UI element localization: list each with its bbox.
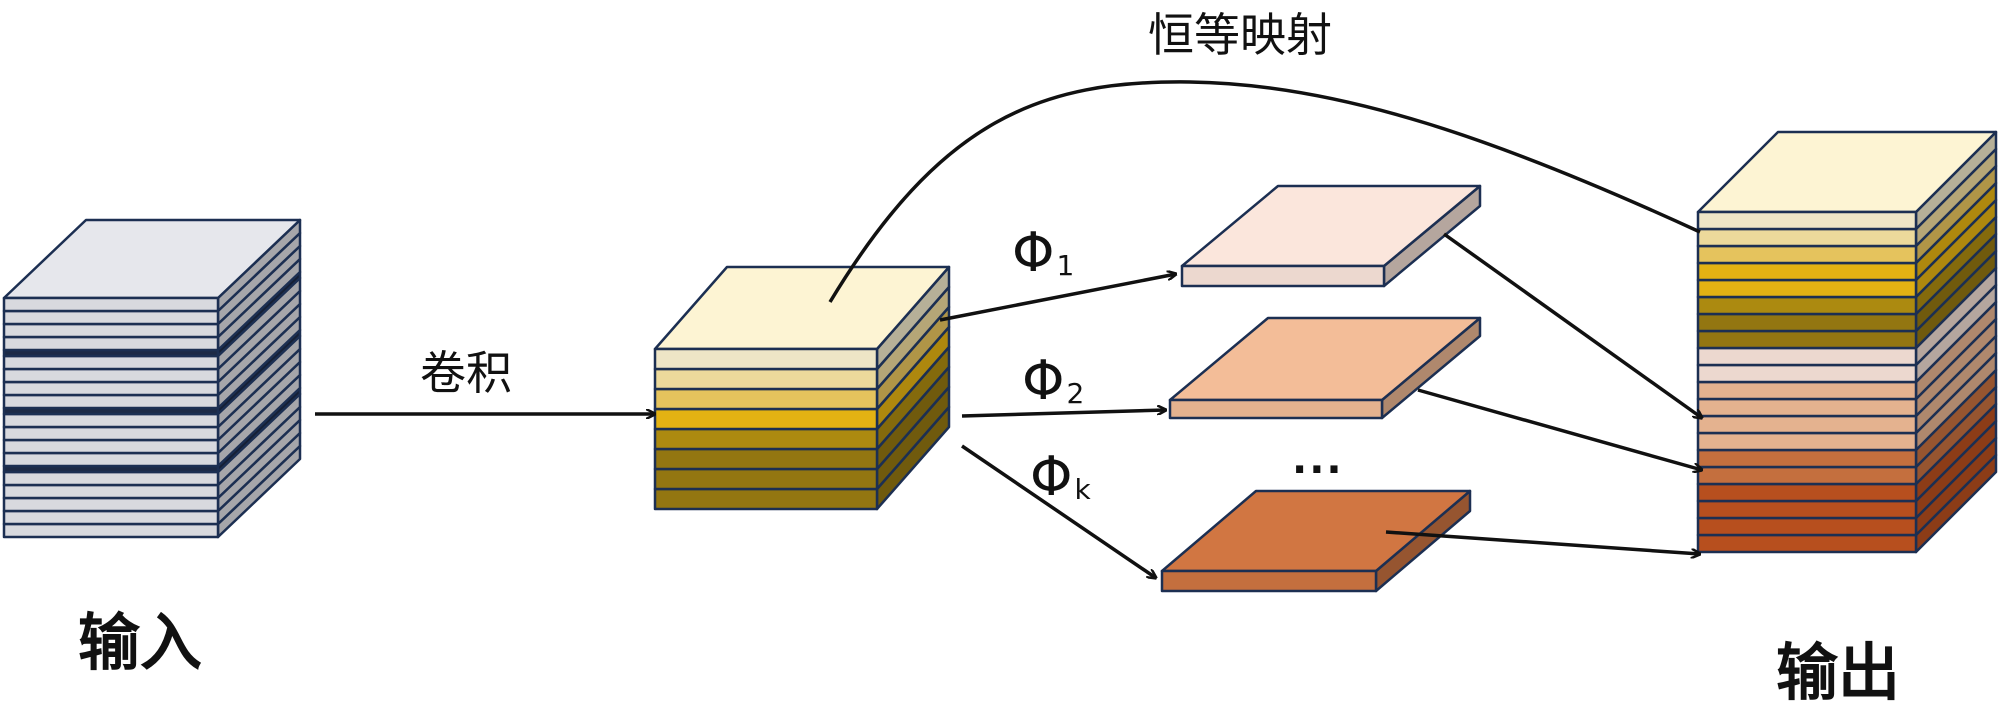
input-stack-layer-front xyxy=(2,309,220,326)
input-stack-layer xyxy=(2,418,302,513)
feature-1-to-output-arrow xyxy=(1442,232,1702,418)
conv-stack-layer xyxy=(653,405,951,511)
output-stack-layer xyxy=(1696,368,1998,469)
feature-map-2-front xyxy=(1168,398,1384,420)
input-stack-layer xyxy=(2,392,302,487)
conv-stack-layer-front xyxy=(653,387,879,411)
output-stack-layer-front xyxy=(1696,414,1918,435)
input-stack-layer-front xyxy=(2,509,220,526)
input-stack-layer-front xyxy=(2,438,220,455)
output-stack-layer-front xyxy=(1696,295,1918,316)
input-stack-layer-front xyxy=(2,296,220,313)
output-stack-layer xyxy=(1696,198,1998,299)
input-label: 输入 xyxy=(78,606,203,679)
output-label: 输出 xyxy=(1776,636,1901,709)
input-stack-layer-front xyxy=(2,470,220,487)
output-stack-layer xyxy=(1696,130,1998,231)
input-stack-layer-front xyxy=(2,522,220,539)
output-stack-layer-front xyxy=(1696,261,1918,282)
conv-stack-layer-front xyxy=(653,367,879,391)
input-stack-layer-front xyxy=(2,367,220,384)
output-stack-layer-front xyxy=(1696,482,1918,503)
phi-2-arrow xyxy=(961,410,1166,418)
feature-map-k-top xyxy=(1160,489,1472,573)
output-stack-layer xyxy=(1696,385,1998,486)
output-stack-layer-front xyxy=(1696,397,1918,418)
output-stack-layer-front xyxy=(1696,346,1918,367)
output-stack-layer xyxy=(1696,215,1998,316)
input-stack-layer xyxy=(2,231,302,326)
identity-label: 恒等映射 xyxy=(1148,8,1332,62)
arrow-group xyxy=(315,80,1702,578)
output-stack-layer-front xyxy=(1696,533,1918,554)
input-stack-layer-front xyxy=(2,451,220,468)
output-stack-layer-front xyxy=(1696,278,1918,299)
output-stack-layer-front xyxy=(1696,380,1918,401)
output-stack-layer-front xyxy=(1696,227,1918,248)
conv-stack-layer xyxy=(653,345,951,451)
input-stack-layer xyxy=(2,218,302,313)
conv-stack-layer-front xyxy=(653,407,879,431)
input-stack-layer xyxy=(2,315,302,410)
output-stack-layer-front xyxy=(1696,329,1918,350)
conv-label: 卷积 xyxy=(420,346,512,400)
output-stack-layer-front xyxy=(1696,465,1918,486)
ellipsis-label: ... xyxy=(1292,437,1344,483)
output-stack-layer-front xyxy=(1696,363,1918,384)
phi-1-label: Φ1 xyxy=(1012,221,1075,284)
input-stack-layer xyxy=(2,244,302,339)
output-stack-layer-front xyxy=(1696,210,1918,231)
output-stack-layer xyxy=(1696,419,1998,520)
conv-stack-layer xyxy=(653,265,951,371)
block-group xyxy=(2,130,1998,593)
feature-k-to-output-arrow xyxy=(1385,530,1700,554)
output-stack-layer-front xyxy=(1696,244,1918,265)
feature-map-2 xyxy=(1168,316,1482,420)
conv-stack-layer-front xyxy=(653,427,879,451)
output-stack-layer xyxy=(1696,164,1998,265)
output-stack-layer-front xyxy=(1696,431,1918,452)
input-stack-layer-front xyxy=(2,483,220,500)
output-stack-layer-front xyxy=(1696,516,1918,537)
phi-k-label: Φk xyxy=(1030,445,1091,508)
feature-map-k-front xyxy=(1160,569,1378,593)
output-stack-layer xyxy=(1696,232,1998,333)
input-stack-layer-front xyxy=(2,496,220,513)
conv-stack xyxy=(653,265,951,511)
conv-stack-layer-front xyxy=(653,467,879,491)
phi-1-arrow xyxy=(939,274,1176,322)
input-stack-layer-front xyxy=(2,412,220,429)
output-stack xyxy=(1696,130,1998,554)
output-stack-layer-front xyxy=(1696,448,1918,469)
input-stack-layer-front xyxy=(2,354,220,371)
output-stack-layer xyxy=(1696,334,1998,435)
feature-map-k xyxy=(1160,489,1472,593)
input-stack xyxy=(2,218,302,539)
output-stack-layer xyxy=(1696,249,1998,350)
output-stack-layer-front xyxy=(1696,499,1918,520)
feature-map-1-front xyxy=(1180,264,1386,288)
conv-stack-layer-front xyxy=(653,347,879,371)
phi-k-arrow xyxy=(961,444,1156,578)
input-stack-layer-front xyxy=(2,322,220,339)
input-stack-layer-front xyxy=(2,380,220,397)
conv-stack-layer xyxy=(653,285,951,391)
feature-2-to-output-arrow xyxy=(1417,388,1702,470)
phi-2-label: Φ2 xyxy=(1022,349,1085,412)
input-stack-layer xyxy=(2,405,302,500)
input-stack-layer xyxy=(2,373,302,468)
feature-map-1 xyxy=(1180,184,1482,288)
conv-stack-layer-front xyxy=(653,447,879,471)
input-stack-layer-front xyxy=(2,425,220,442)
output-stack-layer-front xyxy=(1696,312,1918,333)
conv-stack-layer-front xyxy=(653,487,879,511)
identity-mapping-curve xyxy=(828,80,1701,303)
input-stack-layer-front xyxy=(2,393,220,410)
input-stack-layer-front xyxy=(2,335,220,352)
